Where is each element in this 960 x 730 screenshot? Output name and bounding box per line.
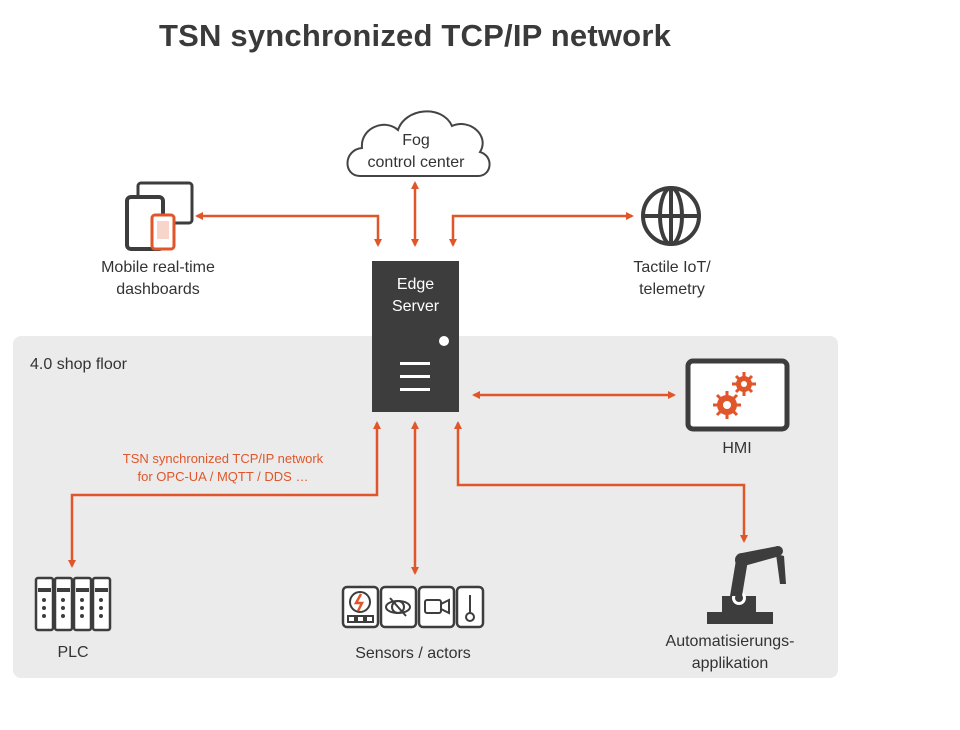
fog-label-line1: Fog	[402, 132, 430, 149]
shop-floor-label: 4.0 shop floor	[30, 356, 127, 373]
network-note-line1: TSN synchronized TCP/IP network	[122, 451, 324, 466]
plc-icon	[34, 576, 112, 632]
fog-label: Fog control center	[356, 130, 476, 174]
mobile-label-line1: Mobile real-time	[101, 259, 215, 276]
mobile-dashboards-label: Mobile real-time dashboards	[78, 257, 238, 301]
cloud-icon	[346, 110, 491, 177]
network-note: TSN synchronized TCP/IP network for OPC-…	[98, 450, 348, 486]
edge-server-label: Edge Server	[372, 274, 459, 318]
iot-label-line1: Tactile IoT/	[633, 259, 711, 276]
edge-server-label-line2: Server	[391, 298, 440, 315]
hmi-icon	[685, 358, 790, 432]
mobile-label-line2: dashboards	[116, 281, 200, 298]
automation-label-line2: applikation	[691, 655, 769, 672]
network-note-line2: for OPC-UA / MQTT / DDS …	[137, 469, 309, 484]
server-icon	[372, 261, 459, 412]
sensors-label: Sensors / actors	[355, 645, 471, 662]
edge-server-label-line1: Edge	[396, 276, 435, 293]
iot-label-line2: telemetry	[639, 281, 705, 298]
fog-label-line2: control center	[367, 154, 465, 171]
devices-icon	[125, 181, 194, 251]
page-title: TSN synchronized TCP/IP network	[158, 18, 672, 53]
automation-label-line1: Automatisierungs-	[665, 633, 795, 650]
tactile-iot-label: Tactile IoT/ telemetry	[612, 257, 732, 301]
automation-label: Automatisierungs- applikation	[640, 631, 820, 675]
hmi-label: HMI	[722, 440, 752, 457]
robot-arm-icon	[707, 546, 786, 624]
globe-icon	[641, 186, 701, 246]
plc-label: PLC	[57, 644, 89, 661]
